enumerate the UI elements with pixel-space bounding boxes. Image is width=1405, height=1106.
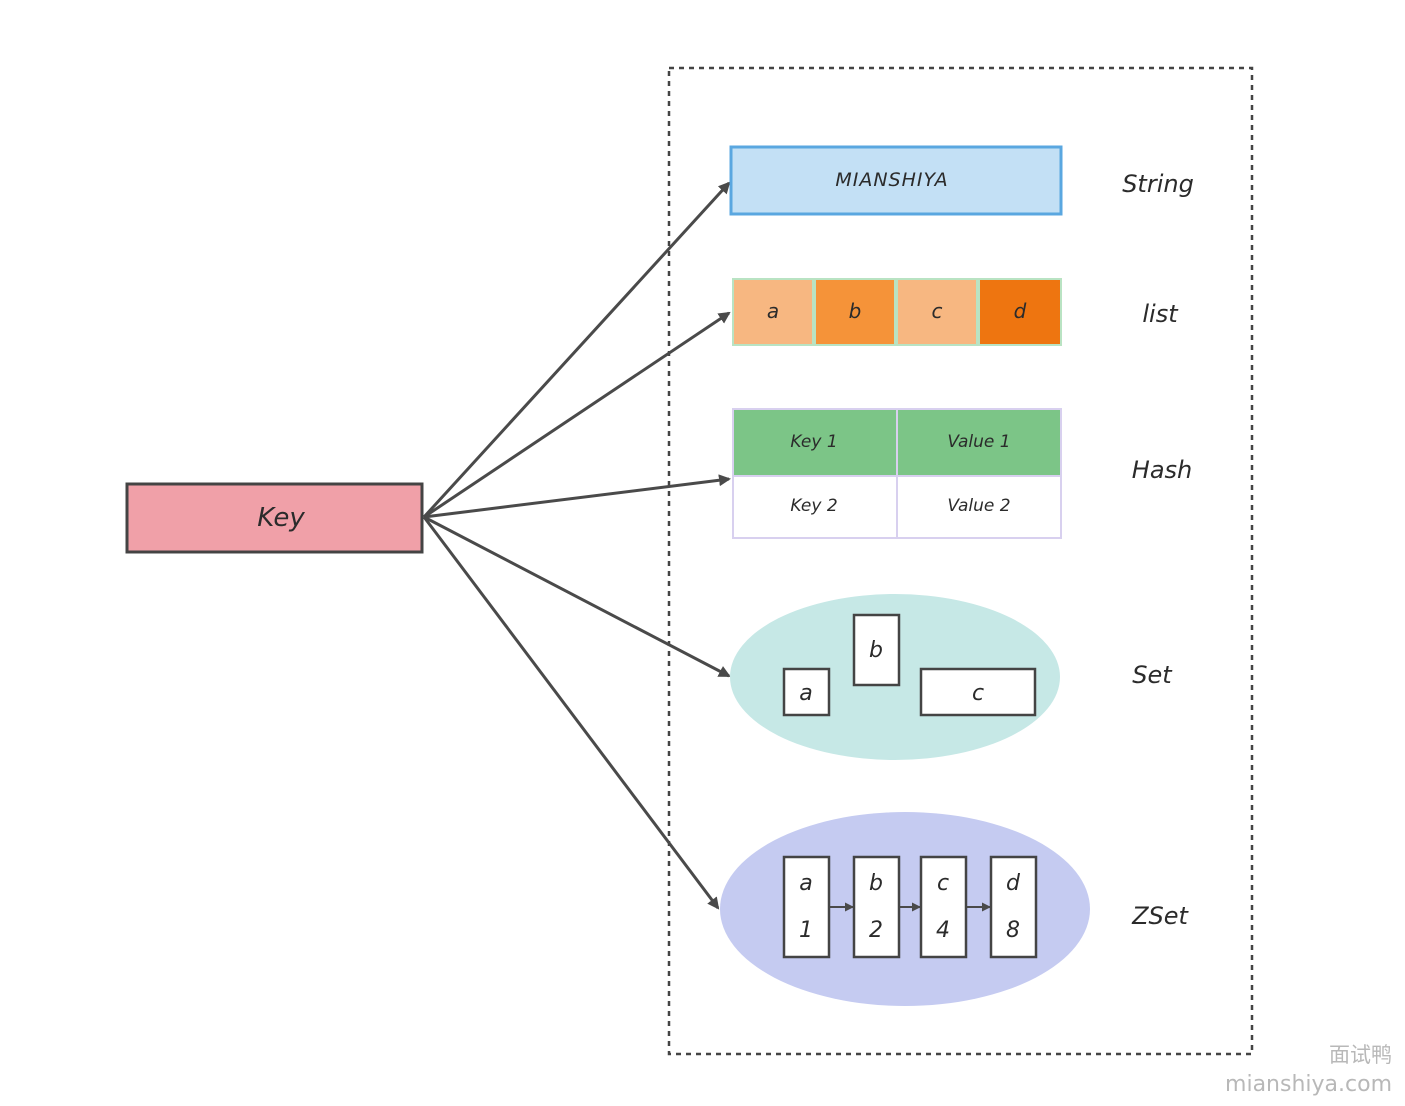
string-value: MIANSHIYA	[835, 169, 948, 191]
hash-row2-key-cell	[732, 475, 898, 539]
zset-score-4: 8	[1006, 918, 1020, 943]
hash-row2-key: Key 2	[790, 496, 837, 516]
string-value-box	[729, 145, 1063, 216]
types-container	[667, 66, 1254, 1056]
zset-member-3: c	[937, 871, 949, 896]
watermark: 面试鸭 mianshiya.com	[1225, 1043, 1392, 1097]
list-item-label-2: b	[849, 299, 862, 323]
hash-type: Key 1 Value 1 Key 2 Value 2 Hash	[732, 408, 1192, 539]
string-type: MIANSHIYA String	[729, 145, 1194, 216]
set-member-a: a	[799, 681, 812, 706]
hash-type-name: Hash	[1132, 456, 1192, 484]
zset-type-name: ZSet	[1131, 902, 1189, 930]
zset-member-box-4	[989, 855, 1038, 959]
zset-score-3: 4	[936, 918, 950, 943]
arrow-to-set	[423, 515, 731, 678]
key-node-label: Key	[257, 503, 305, 533]
set-member-b: b	[869, 638, 883, 663]
hash-header-key-cell	[732, 408, 898, 477]
arrow-to-hash	[423, 474, 731, 519]
list-item-box-2	[814, 278, 896, 346]
set-member-box-c	[919, 667, 1037, 717]
string-type-name: String	[1122, 170, 1194, 198]
set-type: a b c Set	[730, 594, 1173, 760]
set-type-name: Set	[1132, 661, 1173, 689]
zset-member-box-3	[919, 855, 968, 959]
list-type-name: list	[1142, 300, 1179, 328]
arrow-to-string	[422, 181, 731, 519]
arrow-to-list	[423, 311, 731, 519]
watermark-cn: 面试鸭	[1329, 1043, 1392, 1067]
zset-member-2: b	[869, 871, 883, 896]
list-type: a b c d list	[732, 278, 1179, 346]
list-item-label-3: c	[932, 299, 943, 323]
zset-type: a 1 b 2 c 4 d 8 ZSet	[720, 812, 1190, 1006]
zset-member-1: a	[799, 871, 812, 896]
hash-row2-value-cell	[896, 475, 1062, 539]
hash-row1-value: Value 1	[947, 432, 1010, 452]
key-node-box	[125, 482, 424, 554]
key-node: Key	[125, 482, 424, 554]
zset-score-2: 2	[869, 918, 883, 943]
list-item-box-4	[978, 278, 1062, 346]
list-item-label-1: a	[767, 299, 779, 323]
list-item-box-3	[896, 278, 978, 346]
zset-member-box-2	[852, 855, 901, 959]
arrow-to-zset	[422, 516, 720, 910]
hash-row1-key: Key 1	[790, 432, 837, 452]
arrows	[422, 181, 731, 910]
list-item-box-1	[732, 278, 814, 346]
set-member-box-a	[782, 667, 831, 717]
hash-row2-value: Value 2	[947, 496, 1010, 516]
list-item-label-4: d	[1014, 299, 1027, 323]
watermark-url: mianshiya.com	[1225, 1072, 1392, 1097]
zset-member-4: d	[1006, 871, 1021, 896]
set-member-box-b	[852, 613, 901, 687]
zset-score-1: 1	[799, 918, 813, 943]
zset-member-box-1	[782, 855, 831, 959]
set-member-c: c	[972, 681, 984, 706]
